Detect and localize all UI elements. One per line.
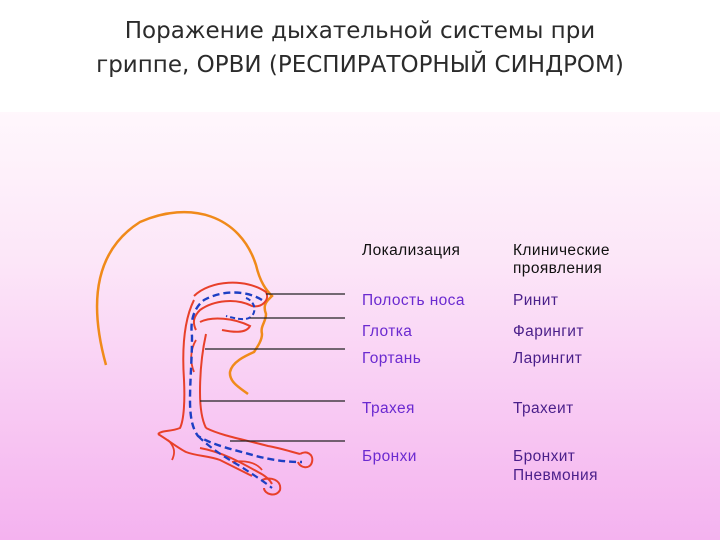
localization-trachea: Трахея <box>362 400 415 417</box>
slide-title: Поражение дыхательной системы при гриппе… <box>0 14 720 82</box>
airflow-branch-dashed-path <box>197 435 273 489</box>
airflow-nasal-dashed-path <box>225 297 256 321</box>
left-bronchus <box>157 433 253 477</box>
localization-bronchi: Бронхи <box>362 448 417 465</box>
header-localization: Локализация <box>362 242 461 259</box>
epiglottis <box>190 339 197 373</box>
header-clinical-line-2: проявления <box>513 260 603 277</box>
clinical-laryngitis: Ларингит <box>513 350 583 367</box>
lower-bronchus <box>199 447 282 496</box>
clinical-tracheitis: Трахеит <box>513 400 574 417</box>
bronchus-branch <box>167 439 263 471</box>
clinical-bronchitis: Бронхит <box>513 448 576 465</box>
palate-outline <box>199 317 252 333</box>
title-line-1: Поражение дыхательной системы при <box>124 18 596 44</box>
pharynx-right-wall <box>198 333 207 429</box>
right-bronchus <box>205 427 314 469</box>
nasal-cavity-outline <box>192 281 268 331</box>
localization-larynx: Гортань <box>362 350 422 367</box>
airflow-dashed-path <box>188 291 303 464</box>
title-line-2: гриппе, ОРВИ (РЕСПИРАТОРНЫЙ СИНДРОМ) <box>96 52 624 78</box>
localization-nasal-cavity: Полость носа <box>362 292 465 309</box>
header-clinical-line-1: Клинические <box>513 242 610 259</box>
clinical-pneumonia: Пневмония <box>513 467 598 484</box>
diagram-panel <box>0 112 720 540</box>
pointer-lines <box>200 293 345 442</box>
head-outline <box>95 210 274 396</box>
clinical-pharyngitis: Фарингит <box>513 323 584 340</box>
pharynx-left-wall <box>157 299 195 435</box>
localization-pharynx: Глотка <box>362 323 413 340</box>
clinical-rhinitis: Ринит <box>513 292 559 309</box>
